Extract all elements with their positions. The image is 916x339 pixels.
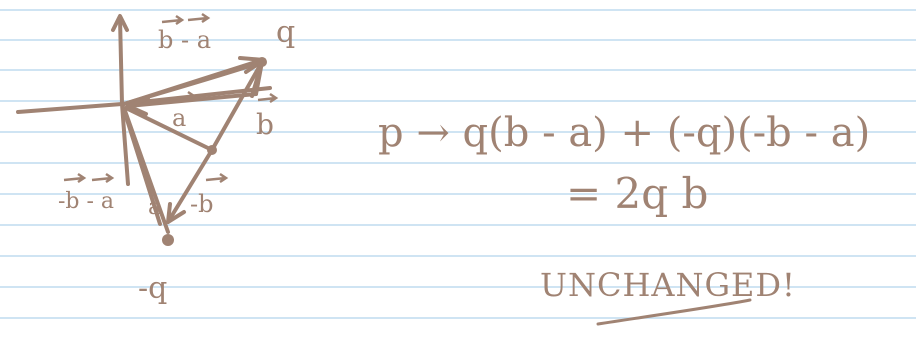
vector-a-lower — [124, 106, 214, 152]
label-neg-b: -b — [190, 190, 213, 218]
label-neg-q: -q — [138, 271, 167, 306]
vector-neg-b — [166, 148, 214, 224]
equation-line-2: = 2q b — [566, 169, 708, 218]
label-b: b — [256, 108, 274, 141]
vector-b-lower — [210, 60, 264, 152]
y-axis-arrowhead — [111, 14, 129, 32]
label-vector-arrows — [63, 12, 279, 184]
equation-line-1: p → q(b - a) + (-q)(-b - a) — [378, 110, 870, 156]
vector-diagram — [16, 14, 272, 234]
vector-neg-b-arrowhead — [166, 202, 186, 224]
label-neg-b-minus-a: -b - a — [58, 189, 114, 214]
label-a: a — [172, 104, 186, 132]
point-right — [207, 145, 217, 155]
conclusion-text: UNCHANGED! — [540, 266, 796, 304]
label-q: q — [276, 15, 295, 50]
vector-a-arrowhead — [126, 96, 150, 116]
vector-b-lower-arrowhead — [250, 60, 264, 98]
label-neg-a: a — [148, 195, 161, 220]
label-b-minus-a: b - a — [158, 26, 211, 54]
point-neg-q — [162, 234, 174, 246]
vector-to-neg-q — [122, 108, 162, 226]
conclusion-underline — [596, 298, 752, 326]
vector-a — [126, 92, 258, 108]
point-q — [257, 57, 267, 67]
